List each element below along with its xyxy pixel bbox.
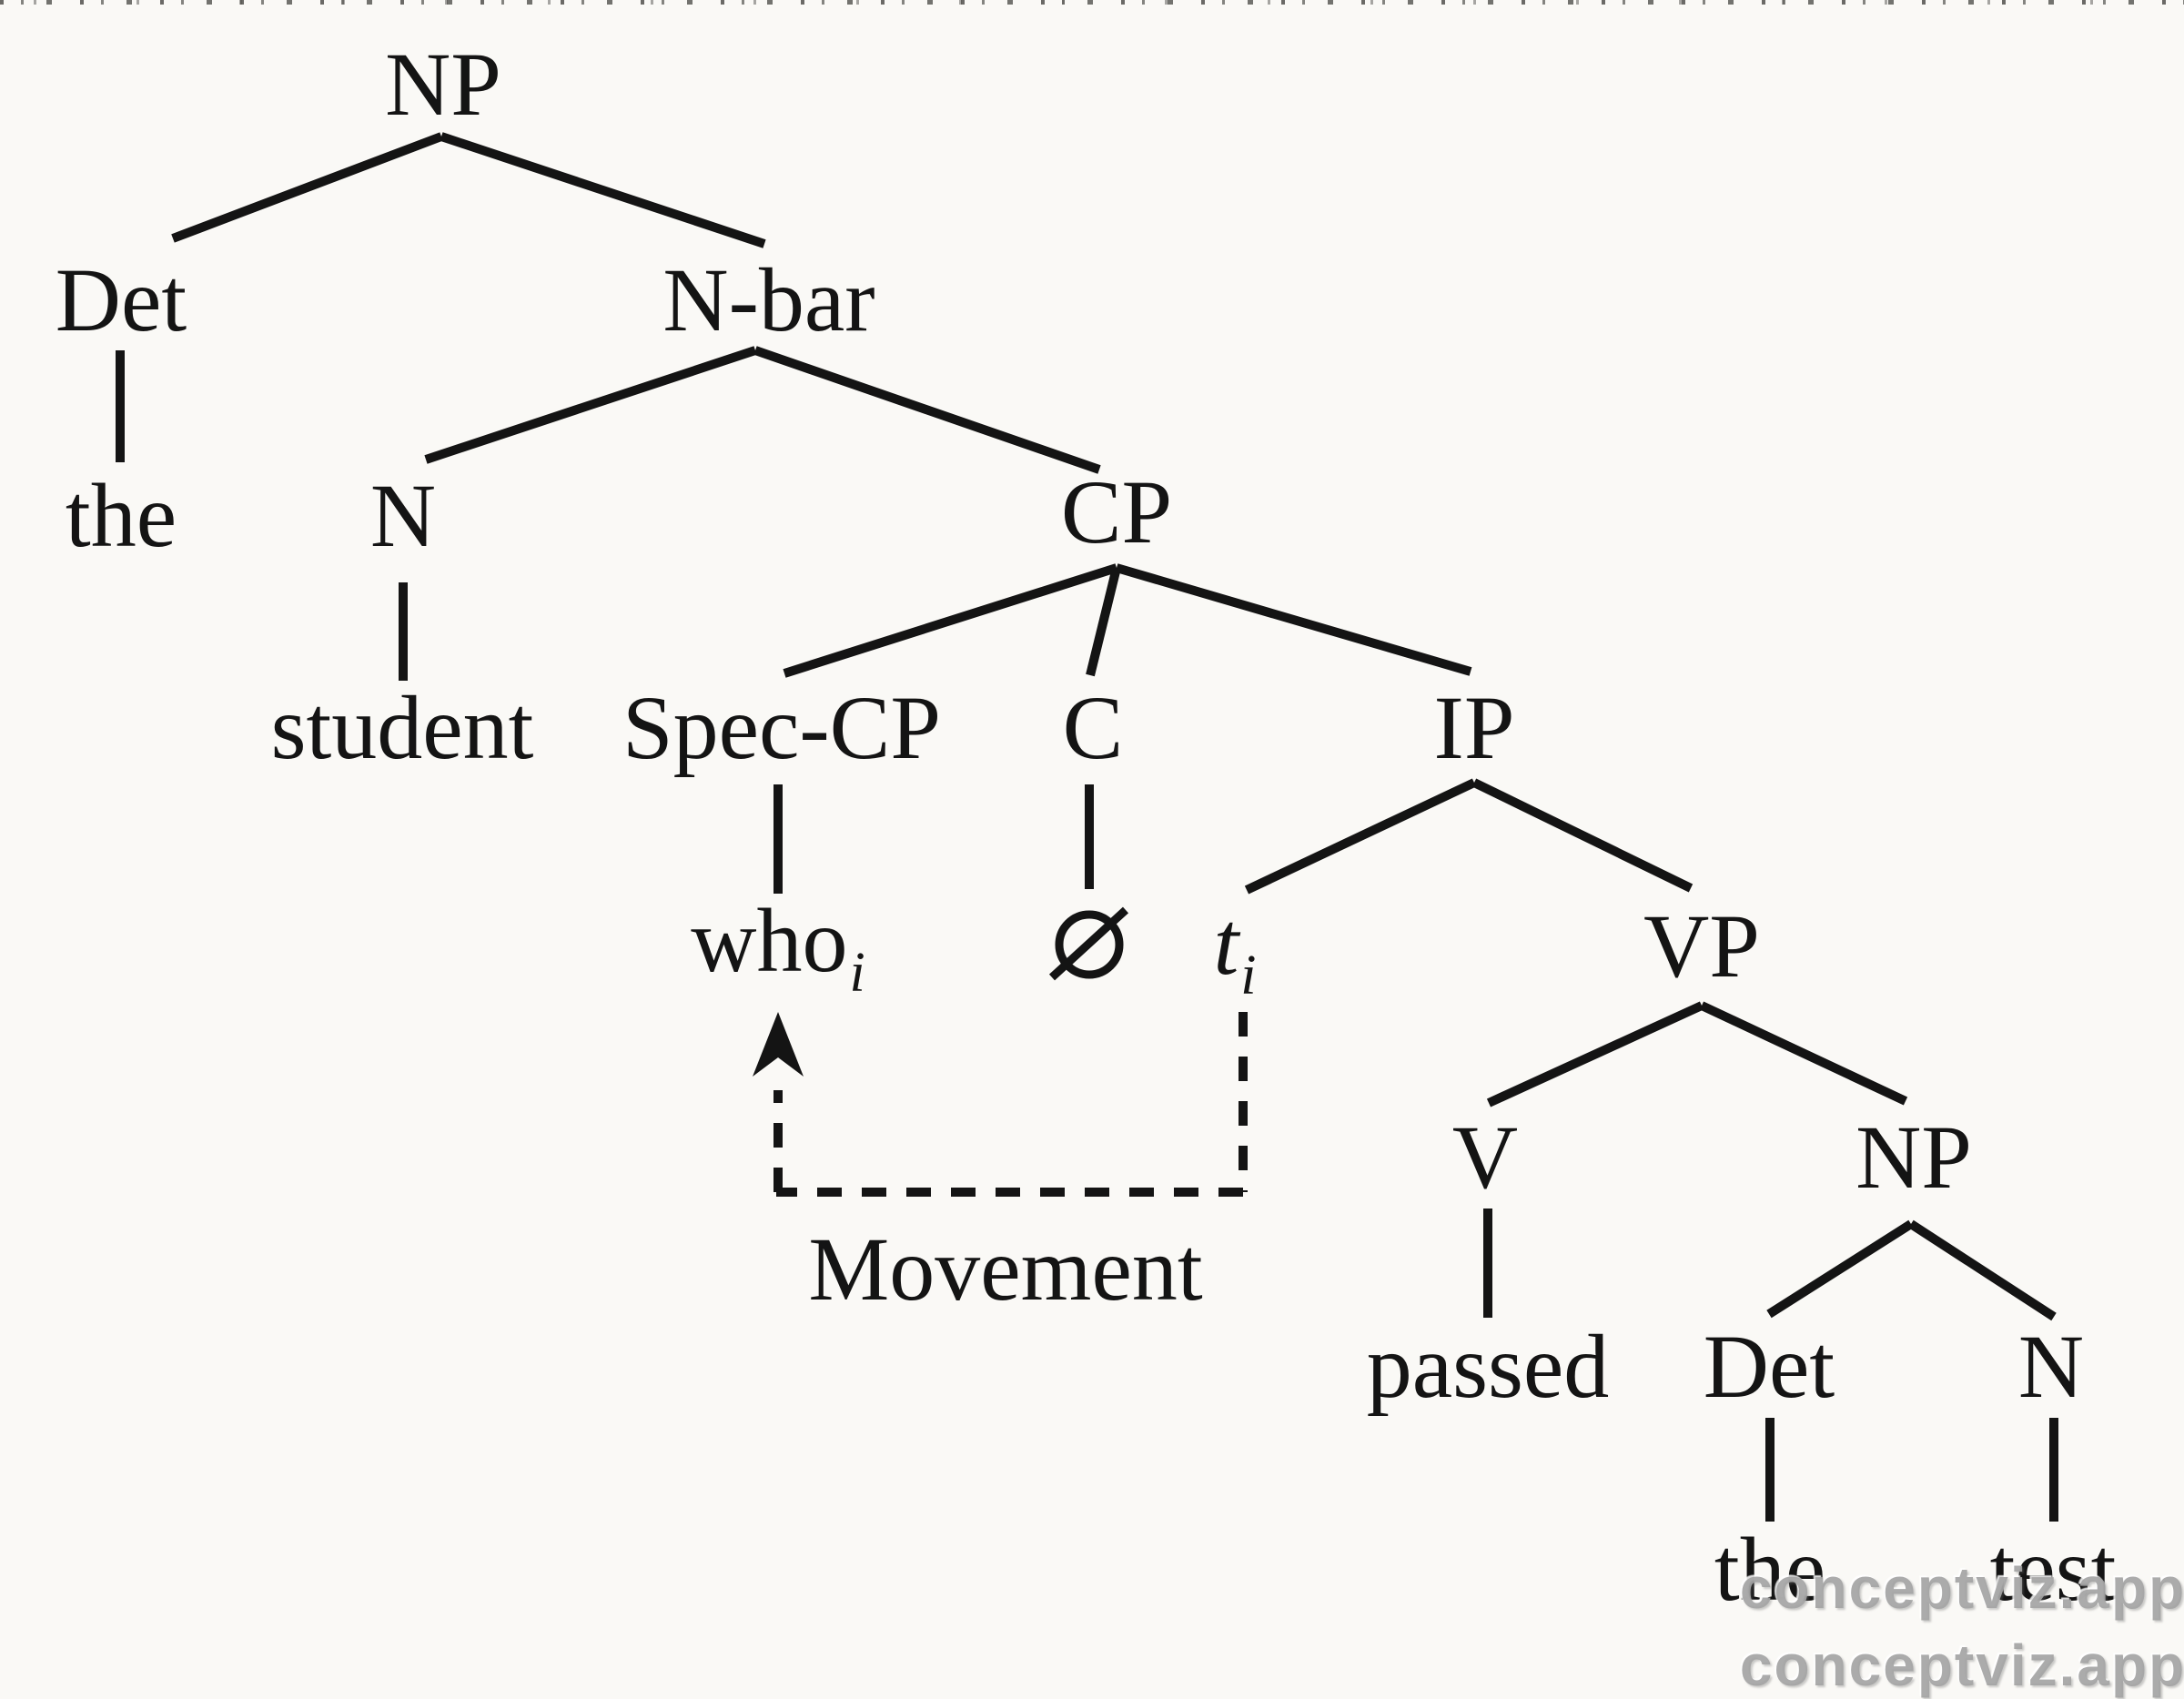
tree-node-passed: passed — [1366, 1316, 1610, 1417]
tree-node-n-bar: N-bar — [662, 249, 875, 350]
tree-branch-line — [1908, 1219, 2057, 1321]
tree-node-v: V — [1451, 1107, 1519, 1208]
movement-arrowhead-icon — [753, 1012, 804, 1077]
tree-branch-line — [1766, 1219, 1914, 1319]
tree-node-det-1: Det — [55, 249, 187, 350]
tree-node-cp: CP — [1060, 461, 1173, 562]
null-complementizer-symbol — [1055, 910, 1124, 979]
tree-node-n-2: N — [2017, 1316, 2085, 1417]
tree-node-student: student — [270, 677, 534, 778]
tree-node-n-1: N — [369, 465, 437, 566]
tree-node-who-i: whoi — [691, 890, 865, 1004]
tree-node-vp: VP — [1643, 895, 1760, 996]
null-complementizer-slash — [1048, 906, 1129, 981]
tree-edges-svg — [116, 132, 2058, 1522]
tree-node-the-1: the — [65, 465, 177, 566]
tree-node-det-2: Det — [1703, 1316, 1835, 1417]
tree-branch-line — [753, 346, 1101, 474]
tree-node-spec-cp: Spec-CP — [622, 677, 941, 778]
tree-node-the-2: the — [1714, 1519, 1826, 1620]
tree-branch-line — [1244, 778, 1477, 895]
tree-branch-line — [424, 346, 757, 464]
tree-branch-line — [1115, 563, 1472, 676]
tree-node-ip: IP — [1433, 677, 1515, 778]
top-edge-scan-artifact — [0, 0, 2184, 5]
tree-branch-line — [1699, 1001, 1908, 1106]
tree-branch-line — [1471, 778, 1694, 893]
watermark-text: conceptviz.app — [1739, 1555, 2184, 1621]
tree-branch-line — [783, 563, 1118, 678]
tree-branch-line — [171, 132, 443, 243]
tree-node-np-root: NP — [385, 34, 501, 135]
watermark-text-clipped: conceptviz.app — [1739, 1633, 2184, 1698]
tree-node-c: C — [1062, 677, 1124, 778]
tree-node-np-2: NP — [1855, 1107, 1972, 1208]
tree-node-movement-label: Movement — [808, 1219, 1203, 1320]
tree-branch-line — [1486, 1001, 1704, 1107]
tree-branch-line — [440, 132, 766, 248]
tree-branch-line — [1086, 566, 1121, 677]
tree-node-trace-i: ti — [1213, 893, 1257, 1006]
tree-node-test-2: test — [1989, 1519, 2117, 1620]
